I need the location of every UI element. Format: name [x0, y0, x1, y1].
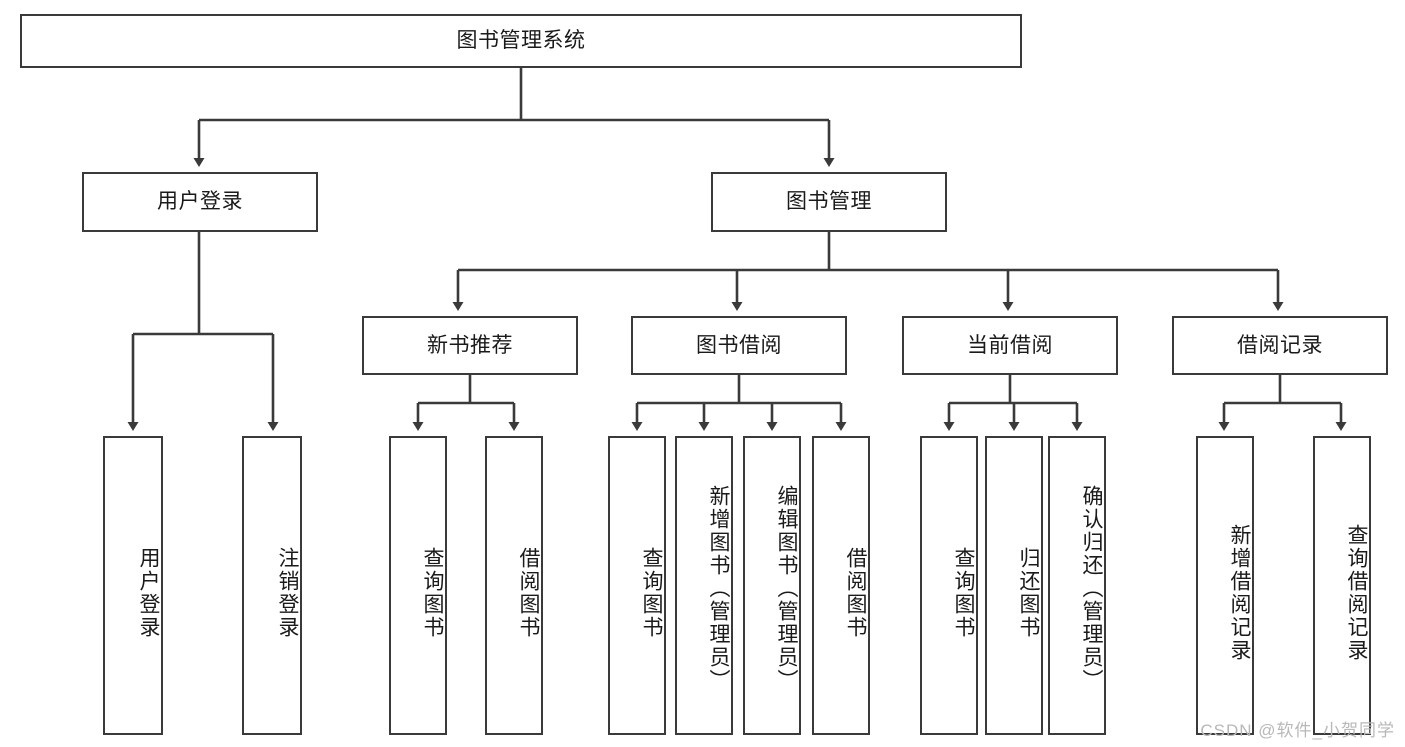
leaf-query-book-recommend[interactable]: 查询图书 — [389, 436, 447, 735]
leaf-edit-book-admin[interactable]: 编辑图书（管理员） — [743, 436, 801, 735]
leaf-user-logout[interactable]: 注销登录 — [242, 436, 302, 735]
node-current-borrow[interactable]: 当前借阅 — [902, 316, 1118, 375]
leaf-add-borrow-record[interactable]: 新增借阅记录 — [1196, 436, 1254, 735]
leaf-confirm-return-admin[interactable]: 确认归还（管理员） — [1048, 436, 1106, 735]
node-label: 注销登录 — [276, 546, 299, 639]
node-label: 用户登录 — [157, 190, 243, 214]
node-label: 查询图书 — [952, 546, 975, 639]
node-borrow-record[interactable]: 借阅记录 — [1172, 316, 1388, 375]
node-label: 用户登录 — [137, 546, 160, 639]
node-label: 借阅图书 — [844, 546, 867, 639]
node-book-management[interactable]: 图书管理 — [711, 172, 947, 232]
node-label: 新书推荐 — [427, 333, 513, 357]
node-root-system[interactable]: 图书管理系统 — [20, 14, 1022, 68]
node-label: 新增借阅记录 — [1228, 523, 1251, 662]
node-label: 编辑图书（管理员） — [775, 485, 798, 692]
leaf-query-book-borrow[interactable]: 查询图书 — [608, 436, 666, 735]
node-label: 图书借阅 — [696, 333, 782, 357]
leaf-user-login[interactable]: 用户登录 — [103, 436, 163, 735]
node-label: 查询图书 — [421, 546, 444, 639]
node-user-login[interactable]: 用户登录 — [82, 172, 318, 232]
node-label: 查询借阅记录 — [1345, 523, 1368, 662]
node-label: 当前借阅 — [967, 333, 1053, 357]
leaf-query-book-current[interactable]: 查询图书 — [920, 436, 978, 735]
node-label: 图书管理系统 — [456, 29, 586, 53]
node-label: 新增图书（管理员） — [707, 485, 730, 692]
node-label: 确认归还（管理员） — [1080, 485, 1103, 692]
node-book-borrow[interactable]: 图书借阅 — [631, 316, 847, 375]
leaf-query-borrow-record[interactable]: 查询借阅记录 — [1313, 436, 1371, 735]
node-label: 借阅图书 — [517, 546, 540, 639]
leaf-borrow-book[interactable]: 借阅图书 — [812, 436, 870, 735]
leaf-borrow-book-recommend[interactable]: 借阅图书 — [485, 436, 543, 735]
leaf-return-book[interactable]: 归还图书 — [985, 436, 1043, 735]
watermark: CSDN @软件_小贺同学 — [1200, 721, 1395, 740]
node-label: 查询图书 — [640, 546, 663, 639]
node-label: 借阅记录 — [1237, 333, 1323, 357]
node-label: 图书管理 — [786, 190, 872, 214]
node-label: 归还图书 — [1017, 546, 1040, 639]
leaf-add-book-admin[interactable]: 新增图书（管理员） — [675, 436, 733, 735]
node-new-book-recommend[interactable]: 新书推荐 — [362, 316, 578, 375]
